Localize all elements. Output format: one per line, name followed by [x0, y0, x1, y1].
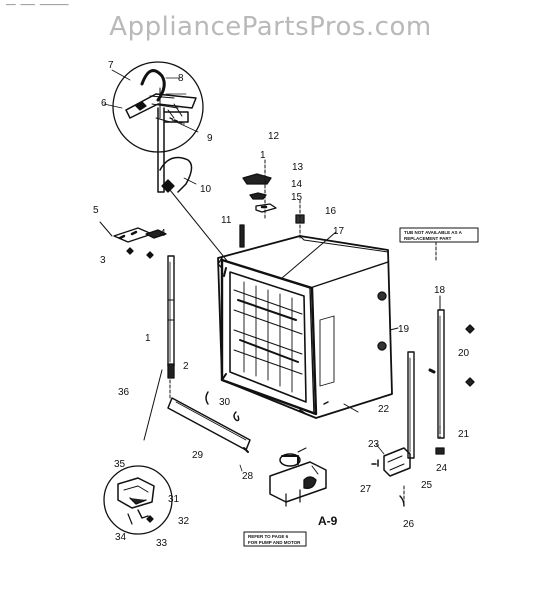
note-tub-line2: REPLACEMENT PART: [404, 236, 452, 241]
callout-28: 28: [242, 471, 254, 482]
callout-5: 5: [93, 205, 99, 216]
note-box-tub: [399, 227, 479, 243]
callout-31: 31: [168, 494, 180, 505]
post-11: [239, 224, 245, 248]
callout-16: 16: [325, 206, 337, 217]
pump-motor-sketch: [269, 447, 327, 507]
callout-18: 18: [434, 285, 446, 296]
clip-30: [233, 411, 240, 422]
side-rail-left: [167, 255, 175, 367]
note-box-pump: [243, 531, 307, 547]
hinge-clip-parts: [242, 159, 305, 239]
callout-24: 24: [436, 463, 448, 474]
side-rail-right-18: [437, 309, 445, 439]
callout-17: 17: [333, 226, 345, 237]
callout-20: 20: [458, 348, 470, 359]
callout-2: 2: [183, 361, 189, 372]
callout-12: 12: [268, 131, 280, 142]
callout-7: 7: [108, 60, 114, 71]
callout-21: 21: [458, 429, 470, 440]
callout-11: 11: [221, 215, 232, 226]
callout-36: 36: [118, 387, 130, 398]
side-rail-right-19: [407, 351, 415, 459]
callout-1-top: 1: [260, 150, 266, 161]
page-label: A-9: [318, 514, 338, 528]
tub-assembly: [217, 235, 393, 419]
site-watermark: AppliancePartsPros.com: [109, 12, 432, 42]
callout-13: 13: [292, 162, 304, 173]
note-tub-line1: TUB NOT AVAILABLE AS A: [404, 230, 463, 235]
callout-3: 3: [100, 255, 106, 266]
callout-8: 8: [178, 73, 184, 84]
callout-4: 4: [160, 228, 166, 239]
callout-30: 30: [219, 397, 231, 408]
callout-35: 35: [114, 459, 126, 470]
callout-25: 25: [421, 480, 433, 491]
latch-bracket-parts: [99, 221, 167, 259]
callout-numbers: 7 8 6 9 10 12 1 13 14 15 16 11 17 5 4 3 …: [93, 60, 470, 549]
callout-19: 19: [398, 324, 410, 335]
callout-34: 34: [115, 532, 127, 543]
callout-33: 33: [156, 538, 168, 549]
bracket-assembly-25: [383, 447, 411, 477]
callout-27: 27: [360, 484, 372, 495]
cropped-header-text: —— ——— ——————: [6, 0, 69, 9]
note-pump-line1: REFER TO PAGE 6: [248, 534, 289, 539]
callout-26: 26: [403, 519, 415, 530]
callout-23: 23: [368, 439, 380, 450]
callout-6: 6: [101, 98, 107, 109]
callout-14: 14: [291, 179, 303, 190]
detail-circle-bottom: [103, 465, 173, 535]
callout-22: 22: [378, 404, 390, 415]
bracket-36: [143, 369, 163, 441]
callout-32: 32: [178, 516, 190, 527]
callout-15: 15: [291, 192, 303, 203]
callout-29: 29: [192, 450, 204, 461]
callout-9: 9: [207, 133, 213, 144]
note-pump-line2: FOR PUMP AND MOTOR: [248, 540, 301, 545]
callout-1-left: 1: [145, 333, 151, 344]
callout-10: 10: [200, 184, 212, 195]
bottom-rail-29: [167, 397, 251, 451]
